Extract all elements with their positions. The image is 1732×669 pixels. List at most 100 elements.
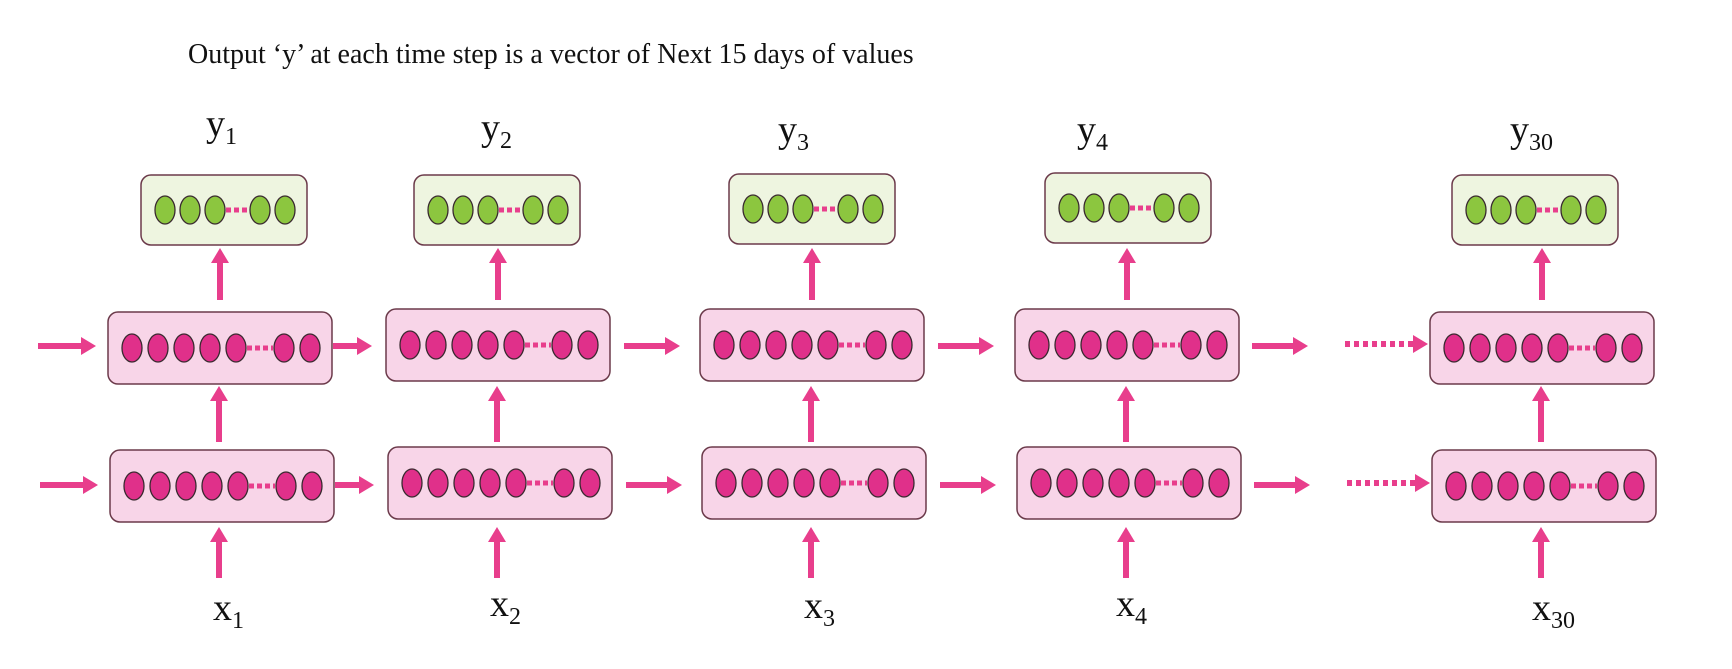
x-to-hidden-arrow-5-head <box>1532 527 1550 542</box>
recurrent-arrow-row1-2 <box>624 337 680 355</box>
output-vector-box-1 <box>140 174 308 246</box>
x-to-hidden-arrow-2-head <box>488 527 506 542</box>
hidden-to-output-arrow-1-head <box>211 248 229 263</box>
recurrent-arrow-row2-4-head <box>1295 476 1310 494</box>
x-label-2: x2 <box>490 583 521 630</box>
magenta-circle-icon <box>399 330 421 360</box>
green-circle-icon <box>154 195 176 225</box>
recurrent-arrow-row1-3-head <box>979 337 994 355</box>
magenta-circle-icon <box>301 471 323 501</box>
recurrent-arrow-row1-2-head <box>665 337 680 355</box>
hidden-to-hidden-arrow-5 <box>1532 386 1550 442</box>
magenta-circle-icon <box>173 333 195 363</box>
magenta-circle-icon <box>579 468 601 498</box>
magenta-circle-icon <box>767 468 789 498</box>
green-circle-icon <box>452 195 474 225</box>
hidden-to-output-arrow-3 <box>803 248 821 300</box>
x-label-1: x1 <box>213 587 244 634</box>
green-circle-icon <box>1058 193 1080 223</box>
x-to-hidden-arrow-3-head <box>802 527 820 542</box>
green-circle-icon <box>1178 193 1200 223</box>
magenta-circle-icon <box>1182 468 1204 498</box>
hidden-to-hidden-arrow-3 <box>802 386 820 442</box>
green-circle-icon <box>1490 195 1512 225</box>
arrows-layer <box>38 248 1551 578</box>
magenta-circle-icon <box>1469 333 1491 363</box>
hidden-to-hidden-arrow-4-head <box>1117 386 1135 401</box>
magenta-circle-icon <box>427 468 449 498</box>
output-vector-box-2 <box>413 174 581 246</box>
green-circle-icon <box>767 194 789 224</box>
x-to-hidden-arrow-2 <box>488 527 506 578</box>
x-label-4: x4 <box>1116 583 1147 630</box>
hidden-to-hidden-arrow-2-head <box>488 386 506 401</box>
diagram-caption: Output ‘y’ at each time step is a vector… <box>188 39 914 70</box>
magenta-circle-icon <box>793 468 815 498</box>
magenta-circle-icon <box>1082 468 1104 498</box>
green-circle-icon <box>1083 193 1105 223</box>
hidden-to-hidden-arrow-2 <box>488 386 506 442</box>
magenta-circle-icon <box>715 468 737 498</box>
continuation-arrow-row2-head <box>1415 474 1430 492</box>
magenta-circle-icon <box>225 333 247 363</box>
x-to-hidden-arrow-4-head <box>1117 527 1135 542</box>
green-circle-icon <box>1515 195 1537 225</box>
magenta-circle-icon <box>1180 330 1202 360</box>
hidden-to-output-arrow-1 <box>211 248 229 300</box>
y-label-1: y1 <box>206 103 237 150</box>
hidden-layer1-box-5 <box>1431 449 1657 523</box>
x-labels: x1 x2 x3 x4 x30 <box>213 583 1575 634</box>
hidden-to-output-arrow-2-head <box>489 248 507 263</box>
magenta-circle-icon <box>479 468 501 498</box>
magenta-circle-icon <box>713 330 735 360</box>
recurrent-arrow-row2-4 <box>1254 476 1310 494</box>
hidden-to-hidden-arrow-1-head <box>210 386 228 401</box>
green-circle-icon <box>1465 195 1487 225</box>
magenta-circle-icon <box>147 333 169 363</box>
recurrent-arrow-row2-3-head <box>981 476 996 494</box>
magenta-circle-icon <box>1549 471 1571 501</box>
y-label-3: y3 <box>778 109 809 156</box>
hidden-layer2-box-4 <box>1014 308 1240 382</box>
x-label-3: x3 <box>804 585 835 632</box>
recurrent-arrow-row2-2 <box>626 476 682 494</box>
magenta-circle-icon <box>1054 330 1076 360</box>
input-arrow-row1 <box>38 337 96 355</box>
magenta-circle-icon <box>123 471 145 501</box>
magenta-circle-icon <box>553 468 575 498</box>
hidden-layer2-box-3 <box>699 308 925 382</box>
magenta-circle-icon <box>893 468 915 498</box>
input-arrow-row1-head <box>81 337 96 355</box>
y-label-4: y4 <box>1077 109 1108 156</box>
magenta-circle-icon <box>199 333 221 363</box>
hidden-layer2-box-5 <box>1429 311 1655 385</box>
magenta-circle-icon <box>867 468 889 498</box>
x-to-hidden-arrow-1-head <box>210 527 228 542</box>
magenta-circle-icon <box>505 468 527 498</box>
green-circle-icon <box>204 195 226 225</box>
hidden-to-hidden-arrow-5-head <box>1532 386 1550 401</box>
green-circle-icon <box>1585 195 1607 225</box>
continuation-arrow-row2 <box>1347 474 1430 492</box>
magenta-circle-icon <box>1521 333 1543 363</box>
magenta-circle-icon <box>1134 468 1156 498</box>
green-circle-icon <box>522 195 544 225</box>
green-circle-icon <box>1560 195 1582 225</box>
magenta-circle-icon <box>503 330 525 360</box>
magenta-circle-icon <box>401 468 423 498</box>
magenta-circle-icon <box>1595 333 1617 363</box>
magenta-circle-icon <box>1030 468 1052 498</box>
green-circle-icon <box>249 195 271 225</box>
magenta-circle-icon <box>201 471 223 501</box>
magenta-circle-icon <box>741 468 763 498</box>
x-label-30: x30 <box>1532 587 1575 634</box>
magenta-circle-icon <box>1523 471 1545 501</box>
hidden-to-output-arrow-3-head <box>803 248 821 263</box>
green-circle-icon <box>274 195 296 225</box>
continuation-arrow-row1-head <box>1413 335 1428 353</box>
magenta-circle-icon <box>149 471 171 501</box>
green-circle-icon <box>1153 193 1175 223</box>
recurrent-arrow-row2-2-head <box>667 476 682 494</box>
hidden-layer1-box-2 <box>387 446 613 520</box>
magenta-circle-icon <box>477 330 499 360</box>
